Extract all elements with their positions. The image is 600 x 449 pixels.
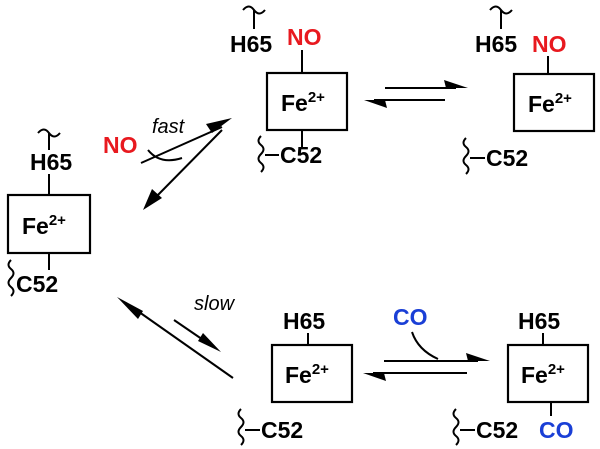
histidine-label: H65 [518,308,560,334]
rate-fast-label: fast [152,116,186,138]
arrow-head-icon [198,333,221,352]
arrow-head-icon [466,353,490,361]
iron-label: Fe2+ [521,361,565,388]
heme-box [512,72,596,133]
heme-center-left: H65 Fe2+ C52 [6,128,92,297]
wavy-bond-icon [237,408,245,446]
iron-label: Fe2+ [285,361,329,388]
nitric-oxide-label: NO [532,31,567,57]
heme-no-six-coordinate: H65 NO Fe2+ C52 [230,5,349,173]
carbon-monoxide-label: CO [393,304,428,330]
iron-label: Fe2+ [22,212,66,239]
equilibrium-arrow-top [364,80,468,108]
cysteine-label: C52 [16,271,58,297]
heme-co-bound: H65 Fe2+ C52 CO [452,308,590,446]
heme-box [270,343,354,404]
heme-five-coordinate-his: H65 Fe2+ C52 [237,308,354,446]
histidine-label: H65 [30,149,72,175]
iron-label: Fe2+ [281,89,325,116]
arrow-head-icon [117,297,143,319]
cysteine-label: C52 [280,142,322,168]
wavy-bond-icon [462,137,470,175]
arrow-head-icon [143,189,162,210]
equilibrium-arrow-slow: slow [117,293,236,379]
cysteine-label: C52 [476,417,518,443]
reagent-curve [147,149,183,162]
rate-slow-label: slow [194,293,236,315]
equilibrium-arrow-bottom: CO [363,304,490,381]
cysteine-label: C52 [486,145,528,171]
arrow-head-icon [363,373,386,381]
wavy-bond-icon [7,259,15,297]
heme-box [506,343,590,404]
iron-label: Fe2+ [528,90,572,117]
heme-no-five-coordinate: H65 NO Fe2+ C52 [462,5,596,175]
heme-box [265,71,349,132]
wavy-bond-icon [257,135,265,173]
nitric-oxide-label: NO [103,132,138,158]
arrow-head-icon [444,80,468,88]
carbon-monoxide-label: CO [539,417,574,443]
wavy-bond-icon [452,408,460,446]
cysteine-label: C52 [261,417,303,443]
reagent-curve [411,331,439,360]
equilibrium-arrow-fast: NO fast [103,116,232,210]
arrow-head-icon [206,118,232,133]
histidine-label: H65 [283,308,325,334]
arrow-head-icon [364,100,387,108]
histidine-label: H65 [230,31,272,57]
histidine-label: H65 [475,31,517,57]
nitric-oxide-label: NO [287,24,322,50]
